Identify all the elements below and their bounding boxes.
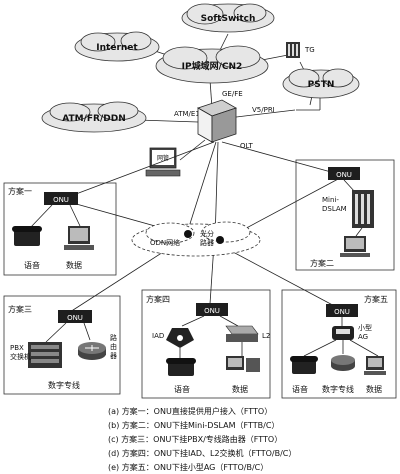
scheme4-onu-label: ONU [204,307,220,315]
scheme1-title: 方案一 [8,186,32,196]
scheme1-onu: ONU [44,192,78,205]
olt-label: OLT [240,142,253,150]
scheme2-computer-icon [340,236,370,257]
ip-network-label: IP城域网/CN2 [182,60,243,72]
v5pri-label: V5/PRI [252,106,275,114]
scheme3-router-label: 路 由 器 [110,333,119,360]
gefe-label: GE/FE [222,90,243,98]
splitter-node-left [184,230,192,238]
caption-d: (d) 方案四：ONU下挂IAD、L2交换机（FTTO/B/C） [108,448,296,458]
atm-cloud: ATM/FR/DDN [41,101,147,133]
caption-list: (a) 方案一：ONU直接提供用户接入（FTTO） (b) 方案二：ONU下挂M… [108,406,296,472]
scheme4-l2-label: L2 [262,332,270,340]
scheme1-phone-icon [12,226,42,246]
scheme4-phone-icon [166,358,196,376]
scheme5-onu: ONU [326,304,358,317]
scheme3-router-icon [78,342,106,360]
scheme4-title: 方案四 [146,294,170,304]
caption-c: (c) 方案三：ONU下挂PBX/专线路由器（FTTO） [108,434,282,444]
scheme3-pbx-icon [28,342,62,368]
caption-e: (e) 方案五：ONU下挂小型AG（FTTO/B/C） [108,462,268,472]
odn-label: ODN网络 [150,238,180,247]
scheme2-dslam-label: Mini- DSLAM [322,196,347,213]
ip-network-cloud: IP城域网/CN2 [155,45,269,84]
caption-a: (a) 方案一：ONU直接提供用户接入（FTTO） [108,406,272,416]
scheme3-onu-label: ONU [67,314,83,322]
olt-device: OLT [197,99,253,150]
scheme5-phone-icon [290,356,318,374]
softswitch-cloud: SoftSwitch [181,3,275,33]
scheme2-dslam-icon [352,190,374,228]
pstn-label: PSTN [308,80,335,90]
scheme5-data-label: 数据 [366,384,382,394]
scheme2-onu: ONU [328,167,360,180]
caption-b: (b) 方案二：ONU下挂Mini-DSLAM（FTTB/C） [108,420,279,430]
scheme4-data-label: 数据 [232,384,248,394]
scheme1-voice-label: 语音 [24,260,40,270]
internet-cloud: Internet [74,31,160,62]
tg-label: TG [304,46,315,54]
atm-label: ATM/FR/DDN [62,114,126,124]
scheme1-computer-icon [64,226,94,250]
internet-label: Internet [96,43,138,53]
scheme5-computer-icon [364,356,386,375]
scheme4-voice-label: 语音 [174,384,190,394]
scheme4-l2-switch-icon [225,325,259,342]
nms-computer-icon: 网管 [145,147,181,177]
odn-cloud: ODN网络 [131,221,261,257]
scheme2-title: 方案二 [310,258,334,268]
scheme5-ag-label: 小型 AG [358,323,374,341]
scheme3-title: 方案三 [8,304,32,314]
scheme4-computer-icon [226,356,260,372]
nms-label: 网管 [157,154,169,162]
scheme2-onu-label: ONU [336,171,352,179]
scheme5-line-label: 数字专线 [322,384,354,394]
scheme4-onu: ONU [196,303,228,316]
scheme1-data-label: 数据 [66,260,82,270]
tg-gateway-icon: TG [286,42,315,58]
scheme5-onu-label: ONU [334,308,350,316]
scheme3-line-label: 数字专线 [48,380,80,390]
scheme4-iad-icon [166,328,194,348]
splitter-label: 光分 路器 [200,229,216,247]
scheme3-pbx-label: PBX 交换机 [10,344,31,361]
scheme5-voice-label: 语音 [292,384,308,394]
splitter-node-right [216,236,224,244]
scheme4-iad-label: IAD [152,332,164,340]
pstn-cloud: PSTN [282,68,360,99]
scheme5-router-icon [331,355,355,371]
softswitch-label: SoftSwitch [201,14,256,24]
scheme1-onu-label: ONU [53,196,69,204]
scheme5-ag-icon [332,326,354,340]
atm-link-label: ATM/E1 [174,110,200,118]
scheme3-onu: ONU [58,310,92,323]
scheme5-title: 方案五 [364,294,388,304]
